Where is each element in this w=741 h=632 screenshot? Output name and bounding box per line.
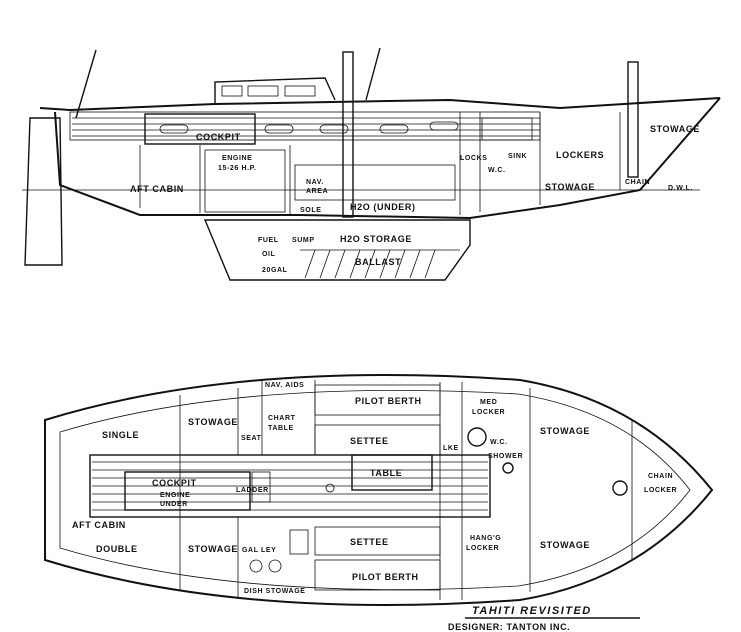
plan-chain-locker-label-2: LOCKER	[644, 487, 677, 494]
chain-pipe-icon	[612, 480, 628, 496]
profile-view: COCKPIT AFT CABIN ENGINE 15-26 H.P. NAV.…	[22, 47, 721, 281]
plan-single-label: SINGLE	[102, 430, 139, 440]
pilot-berth-port	[314, 384, 441, 416]
profile-ballast-label: BALLAST	[355, 257, 401, 267]
plan-galley-label: GAL LEY	[242, 547, 276, 554]
plan-aft-cabin-label: AFT CABIN	[72, 520, 126, 530]
plan-med-locker-label-2: LOCKER	[472, 409, 505, 416]
plan-engine-label: ENGINE	[160, 492, 190, 499]
plan-view: SINGLE STOWAGE NAV. AIDS CHART TABLE SEA…	[44, 374, 714, 606]
profile-wc-label: W.C.	[488, 167, 506, 174]
stove-burner-icon	[249, 559, 263, 573]
profile-nav-label: NAV.	[306, 179, 324, 186]
plan-stowage-aft-stbd-label: STOWAGE	[188, 544, 238, 554]
profile-lockers-label: LOCKERS	[556, 150, 604, 160]
plan-shower-label: SHOWER	[488, 453, 523, 460]
plan-med-locker-label: MED	[480, 399, 497, 406]
drawing-designer: DESIGNER: TANTON INC.	[448, 622, 570, 632]
profile-fuel-label: FUEL	[258, 237, 279, 244]
galley-sink	[289, 529, 309, 555]
profile-stowage-low-label: STOWAGE	[545, 182, 595, 192]
drawing-title: TAHITI REVISITED	[472, 605, 592, 617]
plan-cockpit	[124, 471, 251, 511]
pilot-berth-stbd	[314, 559, 441, 591]
profile-cockpit-label: COCKPIT	[196, 132, 241, 142]
plan-inner-outline	[59, 389, 691, 591]
profile-aft-cabin-label: AFT CABIN	[130, 184, 184, 194]
shower-drain-icon	[502, 462, 514, 474]
main-mast	[342, 51, 354, 218]
plan-settee-port-label: SETTEE	[350, 436, 389, 446]
engine-box	[204, 149, 286, 213]
plan-stowage-fwd-stbd-label: STOWAGE	[540, 540, 590, 550]
profile-gal-label: 20GAL	[262, 267, 288, 274]
profile-engine-label: ENGINE	[222, 155, 252, 162]
shroud	[365, 47, 381, 101]
cabin-band-hatch	[72, 117, 540, 137]
plan-hanging-locker-label-2: LOCKER	[466, 545, 499, 552]
toilet-icon	[467, 427, 487, 447]
profile-dwl-label: D.W.L.	[668, 185, 693, 192]
plan-dish-stowage-label: DISH STOWAGE	[244, 588, 306, 595]
profile-stowage-fwd-label: STOWAGE	[650, 124, 700, 134]
plan-pilot-berth-port-label: PILOT BERTH	[355, 396, 422, 406]
mast-step-icon	[325, 483, 335, 493]
plan-seat-label: SEAT	[241, 435, 262, 442]
plan-hanging-locker-label: HANG'G	[470, 535, 501, 542]
ballast-hatching	[304, 249, 436, 279]
stove-burner-icon	[268, 559, 282, 573]
plan-chart-table-label-2: TABLE	[268, 425, 294, 432]
title-block: TAHITI REVISITED DESIGNER: TANTON INC.	[448, 605, 640, 632]
plan-double-label: DOUBLE	[96, 544, 138, 554]
profile-oil-label: OIL	[262, 251, 276, 258]
plan-chart-table-label: CHART	[268, 415, 296, 422]
cabin-sole	[89, 454, 491, 518]
plan-settee-stbd-label: SETTEE	[350, 537, 389, 547]
profile-engine-hp-label: 15-26 H.P.	[218, 165, 257, 172]
plan-cockpit-label: COCKPIT	[152, 478, 197, 488]
settee-stbd	[314, 526, 441, 556]
profile-nav-label-2: AREA	[306, 188, 328, 195]
plan-ladder-label: LADDER	[236, 487, 269, 494]
plan-hull-outline	[44, 374, 714, 606]
plan-stowage-fwd-port-label: STOWAGE	[540, 426, 590, 436]
mizzen-mast	[627, 61, 639, 178]
plan-wc-label: W.C.	[490, 439, 508, 446]
saloon-table	[351, 454, 433, 491]
keel	[203, 219, 471, 281]
hull-outline	[54, 97, 721, 220]
profile-sump-label: SUMP	[292, 237, 315, 244]
deckhouse	[214, 77, 336, 104]
medicine-cabinet	[481, 117, 533, 141]
plan-chain-locker-label: CHAIN	[648, 473, 673, 480]
water-tank-box	[294, 164, 456, 201]
profile-sink-label: SINK	[508, 153, 527, 160]
profile-sole-label: SOLE	[300, 207, 321, 214]
plan-nav-aids-label: NAV. AIDS	[265, 382, 304, 389]
plan-table-label: TABLE	[370, 468, 402, 478]
sheer-line	[39, 97, 721, 112]
plan-pilot-berth-stbd-label: PILOT BERTH	[352, 572, 419, 582]
boom-gallows	[75, 49, 97, 119]
plan-stowage-aft-port-label: STOWAGE	[188, 417, 238, 427]
profile-chain-label: CHAIN	[625, 179, 650, 186]
sole-hatching	[92, 461, 488, 511]
plan-engine-label-2: UNDER	[160, 501, 188, 508]
profile-locks-label: LOCKS	[460, 155, 488, 162]
plan-lke-label: LKE	[443, 445, 459, 452]
profile-h2o-storage-label: H2O STORAGE	[340, 234, 412, 244]
cockpit-well	[144, 113, 256, 145]
profile-water-label: H2O (UNDER)	[350, 202, 416, 212]
rudder	[24, 117, 63, 266]
ladder	[251, 471, 271, 503]
